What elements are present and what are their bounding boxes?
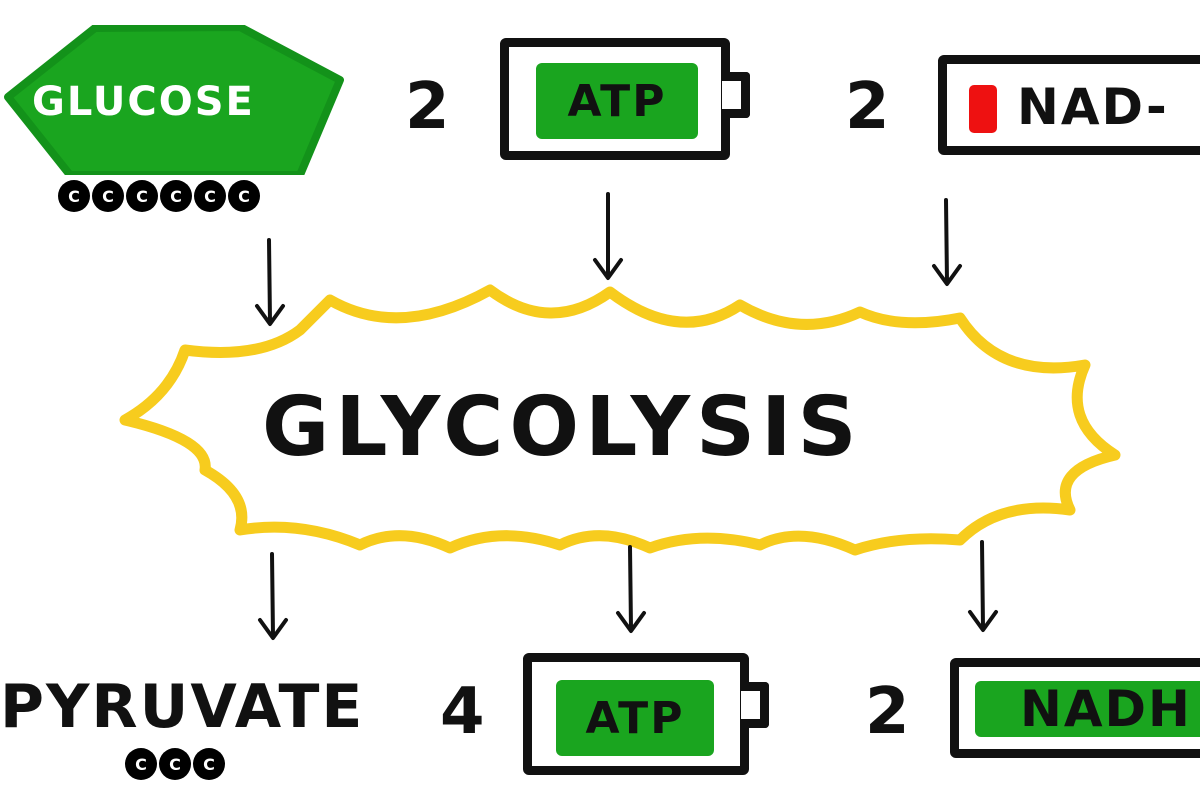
battery-charge: ATP bbox=[556, 680, 714, 756]
input-atp-count: 2 bbox=[405, 70, 452, 144]
battery-charge: NADH bbox=[975, 680, 1200, 738]
output-nadh-label: NADH bbox=[1020, 680, 1192, 738]
carbon-atom: C bbox=[194, 180, 226, 212]
carbon-atom: C bbox=[159, 748, 191, 780]
arrow-down-icon bbox=[255, 238, 285, 326]
battery-charge: ATP bbox=[536, 63, 698, 139]
pyruvate-label: PYRUVATE bbox=[0, 672, 365, 742]
input-atp-label: ATP bbox=[567, 75, 667, 127]
carbon-atom: C bbox=[92, 180, 124, 212]
carbon-atom: C bbox=[228, 180, 260, 212]
output-atp-battery: ATP bbox=[523, 653, 749, 775]
arrow-down-icon bbox=[616, 545, 646, 633]
input-nad-battery: NAD- bbox=[938, 55, 1200, 155]
glucose-molecule: GLUCOSE bbox=[0, 23, 345, 179]
process-title: GLYCOLYSIS bbox=[262, 380, 863, 475]
pyruvate-carbon-chain: C C C bbox=[125, 748, 225, 780]
carbon-atom: C bbox=[58, 180, 90, 212]
input-atp-battery: ATP bbox=[500, 38, 730, 160]
output-atp-count: 4 bbox=[440, 675, 487, 749]
output-nadh-battery: NADH bbox=[950, 658, 1200, 758]
carbon-atom: C bbox=[126, 180, 158, 212]
arrow-down-icon bbox=[258, 552, 288, 640]
carbon-atom: C bbox=[193, 748, 225, 780]
output-atp-label: ATP bbox=[585, 692, 685, 744]
battery-terminal-icon bbox=[741, 682, 769, 728]
arrow-down-icon bbox=[968, 540, 998, 632]
carbon-atom: C bbox=[160, 180, 192, 212]
glucose-label: GLUCOSE bbox=[32, 79, 255, 125]
input-nad-count: 2 bbox=[845, 70, 892, 144]
battery-terminal-icon bbox=[722, 72, 750, 118]
output-nadh-count: 2 bbox=[865, 675, 912, 749]
input-nad-label: NAD- bbox=[1017, 78, 1169, 136]
arrow-down-icon bbox=[932, 198, 962, 286]
arrow-down-icon bbox=[593, 192, 623, 280]
glucose-carbon-chain: C C C C C C bbox=[58, 180, 260, 212]
battery-low-charge bbox=[969, 85, 997, 133]
carbon-atom: C bbox=[125, 748, 157, 780]
